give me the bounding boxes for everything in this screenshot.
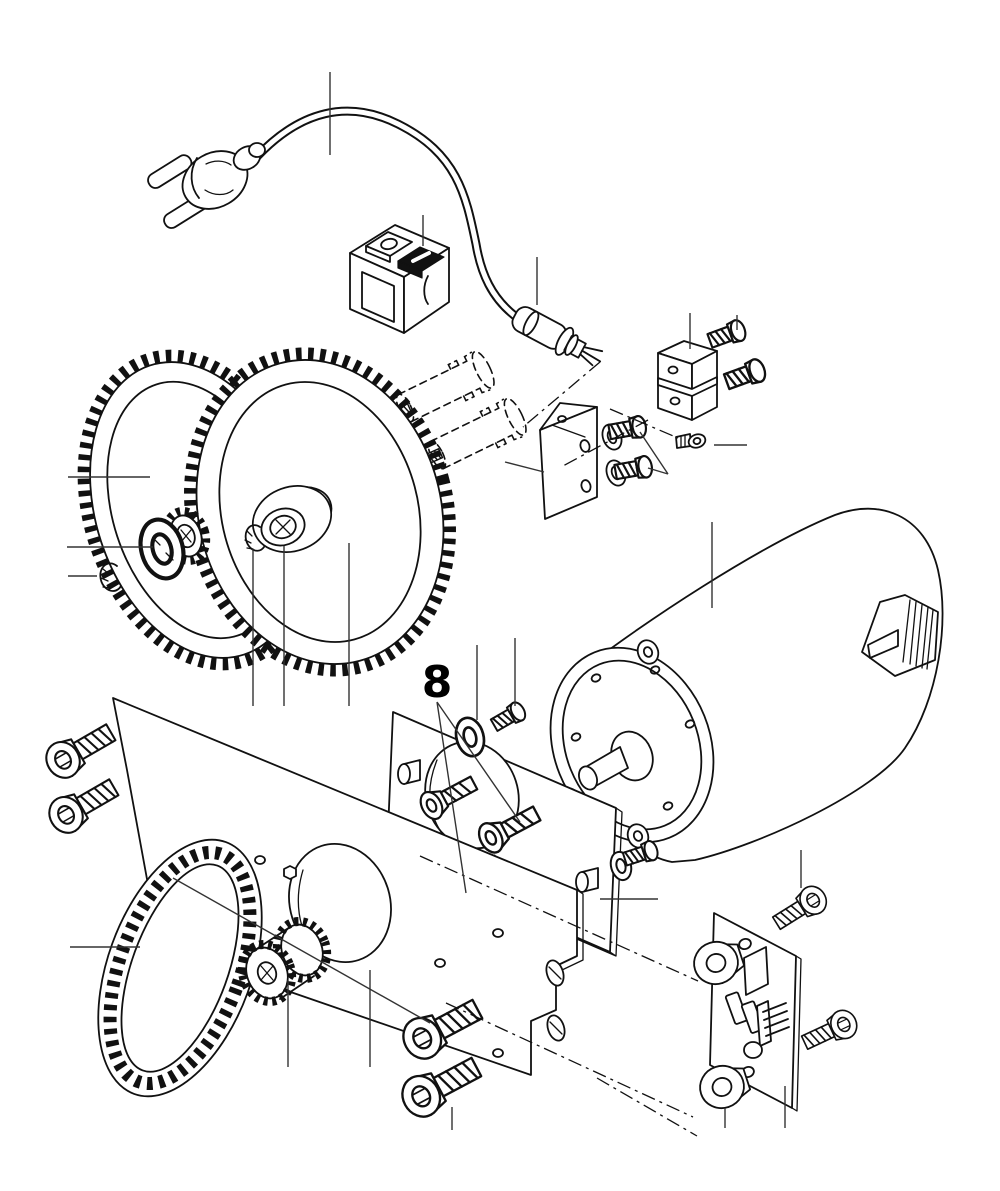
cable-strain-relief [511,306,604,367]
thrust-washer [134,515,189,583]
leader-screw-long [172,877,431,1024]
plug-pin [147,154,193,189]
mains-plug [147,142,266,229]
cable-eyelet [675,433,707,449]
leader-bracket [504,461,545,473]
retaining-ring [99,562,122,592]
mounting-bracket [539,402,669,520]
rocker-switch [349,224,450,334]
plate-slots [545,959,566,1042]
motor-shaft [578,730,654,791]
socket-head-screw [38,715,122,785]
plate-peg [397,759,421,785]
circuit-board [687,880,863,1115]
hex-nut [283,865,297,880]
switch-off-key [365,231,413,263]
clamp-screw [705,317,750,353]
motor [549,507,944,863]
motor-brush-cover [861,594,939,677]
motor-screw [620,838,661,870]
socket-head-screw [41,770,125,840]
plate-screw [488,698,530,735]
centerlines [419,361,699,1137]
retaining-ring [244,524,265,552]
leader-lines [67,72,802,1130]
toothed-pulley [237,917,332,1006]
callout-8-leaders [436,701,521,894]
cable-clamp-block [657,317,770,421]
gear-train [77,347,456,677]
switch-on-key [397,246,445,279]
callout-8-label: 8 [422,657,453,708]
plate-peg [575,867,599,893]
board-screw [768,880,833,937]
board-components [724,946,790,1059]
clamp-screw [721,355,770,394]
power-cord [247,106,520,321]
large-gear-right [184,347,456,677]
callout-8: 8 [422,657,521,894]
timing-belt [97,838,263,1098]
board-screw [797,1005,863,1057]
bracket-screw [612,453,655,484]
